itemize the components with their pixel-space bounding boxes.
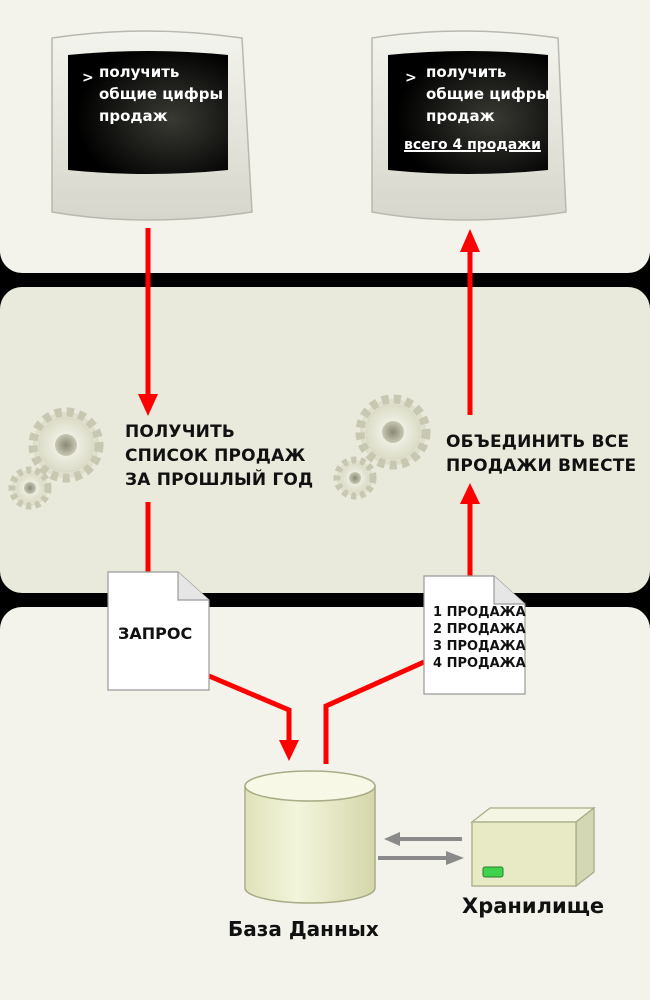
- process-left-line-1: ПОЛУЧИТЬ: [125, 422, 236, 442]
- database-label: База Данных: [228, 917, 379, 941]
- process-right-line-1: ОБЪЕДИНИТЬ ВСЕ: [446, 432, 630, 452]
- database-cylinder: [244, 770, 376, 904]
- arrow-query-to-db-head: [279, 740, 299, 761]
- result-line-3: 3 ПРОДАЖА: [433, 639, 526, 654]
- query-document: [107, 571, 210, 691]
- gear-icon: [355, 394, 431, 470]
- screen-right: [388, 51, 548, 174]
- screen-left-line-1: получить: [99, 63, 180, 81]
- screen-left: [68, 51, 228, 174]
- arrow-query-to-db: [208, 673, 292, 742]
- arrow-result-up-head: [460, 483, 480, 504]
- result-line-4: 4 ПРОДАЖА: [433, 656, 526, 671]
- screen-right-line-3: продаж: [426, 107, 495, 125]
- screen-right-total: всего 4 продажи: [404, 137, 541, 153]
- flow-arrows: [138, 228, 480, 764]
- process-left-line-2: СПИСОК ПРОДАЖ: [125, 446, 306, 466]
- screen-right-line-1: получить: [426, 63, 507, 81]
- result-line-1: 1 ПРОДАЖА: [433, 605, 526, 620]
- screen-right-prompt: >: [405, 70, 417, 86]
- arrow-response-up-head: [460, 229, 480, 252]
- logic-tier: [0, 287, 650, 593]
- screen-left-line-3: продаж: [99, 107, 168, 125]
- monitor-right: [371, 30, 567, 221]
- result-document: [423, 575, 526, 695]
- gear-small-icon: [8, 466, 52, 510]
- gear-icon: [28, 407, 104, 483]
- screen-left-line-2: общие цифры: [99, 85, 224, 103]
- result-line-2: 2 ПРОДАЖА: [433, 622, 526, 637]
- gear-small-icon: [333, 456, 377, 500]
- screen-left-prompt: >: [82, 70, 94, 86]
- arrow-request-down-head: [138, 394, 158, 416]
- storage-box: [470, 806, 596, 888]
- process-left-line-3: ЗА ПРОШЛЫЙ ГОД: [125, 470, 314, 490]
- process-right-line-2: ПРОДАЖИ ВМЕСТЕ: [446, 456, 637, 476]
- sync-arrows: [378, 832, 464, 865]
- status-led: [482, 866, 504, 878]
- query-document-label: ЗАПРОС: [118, 624, 193, 643]
- arrow-db-to-storage-head: [446, 851, 464, 865]
- storage-label: Хранилище: [462, 894, 605, 918]
- arrow-db-to-result: [323, 659, 426, 764]
- screen-right-line-2: общие цифры: [426, 85, 551, 103]
- arrow-storage-to-db-head: [384, 832, 400, 846]
- monitor-left: [51, 30, 253, 221]
